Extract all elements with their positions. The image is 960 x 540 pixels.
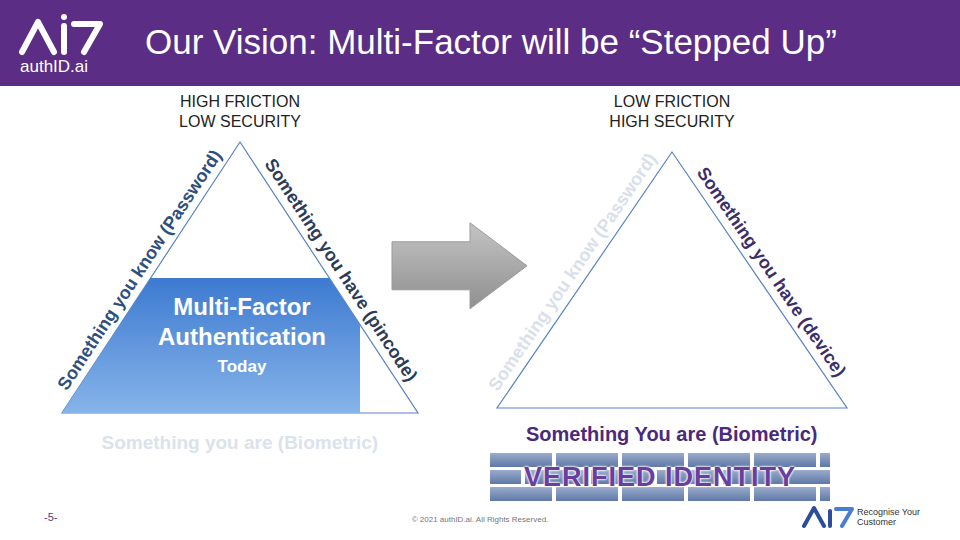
slide-title: Our Vision: Multi-Factor will be “Steppe… xyxy=(145,21,837,63)
brick xyxy=(820,487,830,501)
header-bar xyxy=(0,0,960,86)
brick xyxy=(820,453,830,467)
base-label: Something you are (Biometric) xyxy=(102,431,379,455)
triangle-node: HIGH FRICTION LOW SECURITYSomething you … xyxy=(62,142,418,413)
base-label: Something You are (Biometric) xyxy=(526,422,818,446)
band-text: VERIFIED IDENTITY xyxy=(524,462,796,492)
triangle-heading: LOW FRICTION HIGH SECURITY xyxy=(597,92,747,132)
box-heading: Multi-Factor Authentication xyxy=(142,292,342,352)
block-arrow xyxy=(392,223,527,309)
triangle-outline xyxy=(62,142,418,413)
triangle-outline xyxy=(497,152,847,408)
node-shape xyxy=(497,152,847,408)
triangle-node: LOW FRICTION HIGH SECURITYSomething you … xyxy=(497,152,847,408)
brick-band: VERIFIED IDENTITY xyxy=(490,452,830,502)
page-number: -5- xyxy=(44,511,57,523)
copyright-note: © 2021 authID.ai. All Rights Reserved. xyxy=(330,515,630,524)
brick xyxy=(490,470,521,484)
logo-text: authID.ai xyxy=(20,57,88,77)
triangle-heading: HIGH FRICTION LOW SECURITY xyxy=(165,92,315,132)
footer-logo-mark xyxy=(804,508,852,526)
logo-mark xyxy=(22,14,100,52)
side-label: Something you know (Password) xyxy=(484,149,662,395)
box-fill xyxy=(62,278,360,413)
side-label: Something you have (device) xyxy=(692,163,851,381)
footer-tagline: Recognise Your Customer xyxy=(857,507,921,527)
box-subheading: Today xyxy=(142,356,342,378)
